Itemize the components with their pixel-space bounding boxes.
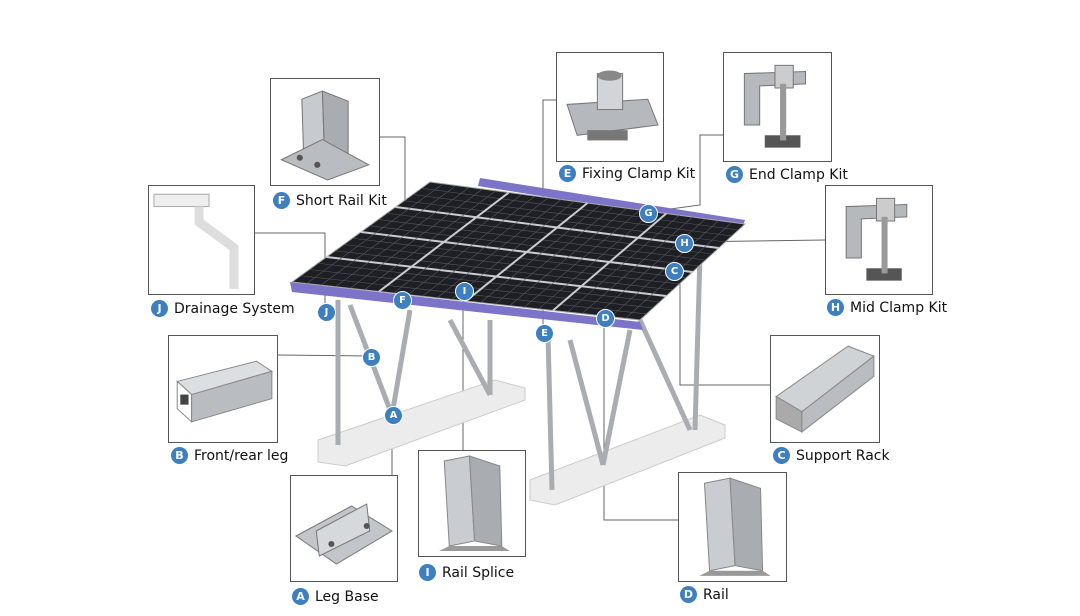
component-name: Drainage System [174, 300, 295, 317]
component-photo-drainage-system [148, 185, 255, 295]
panel-grid-line [393, 194, 523, 294]
structure-marker: F [393, 291, 412, 310]
component-label: A Leg Base [292, 588, 379, 605]
component-label: J Drainage System [151, 300, 295, 317]
panel-grid-line [422, 197, 549, 297]
gutter-rail [290, 282, 643, 330]
component-photo-rail [678, 472, 787, 582]
panel-grid-line [306, 183, 444, 284]
component-name: Rail [703, 586, 729, 603]
concrete-base-rear [317, 379, 526, 467]
panel-grid-line [407, 195, 536, 295]
letter-badge: H [827, 299, 844, 316]
component-photo-support-rack [770, 335, 880, 443]
letter-badge: J [151, 300, 168, 317]
panel-grid-line [610, 220, 719, 318]
component-name: Rail Splice [442, 564, 515, 581]
component-photo-fixing-clamp-kit [556, 52, 664, 162]
panel-grid-line [581, 216, 693, 314]
component-photo-leg-base [290, 475, 398, 582]
bracket-icon [280, 90, 370, 181]
component-photo-rail-splice [418, 450, 526, 557]
panel-grid-line [538, 211, 654, 310]
panel-grid-line [509, 208, 628, 306]
letter-badge: G [726, 166, 743, 183]
component-photo-mid-clamp-kit [825, 185, 933, 295]
letter-badge: I [419, 564, 436, 581]
panel-grid-line [335, 187, 470, 287]
splice-icon [699, 477, 771, 576]
letter-badge: E [559, 165, 576, 182]
component-label: I Rail Splice [419, 564, 514, 581]
concrete-base-front [529, 414, 726, 506]
panel-grid-line [523, 209, 641, 308]
component-photo-end-clamp-kit [723, 52, 832, 162]
component-label: D Rail [680, 586, 729, 603]
splice-icon [439, 455, 510, 551]
component-label: B Front/rear leg [171, 447, 288, 464]
panel-grid-line [349, 188, 483, 289]
panel-grid-line [451, 201, 575, 300]
panel-grid [300, 183, 739, 319]
structure-marker: H [675, 234, 694, 253]
base-icon [295, 503, 393, 565]
component-label: F Short Rail Kit [273, 192, 387, 209]
component-name: Support Rack [796, 447, 890, 464]
panel-grid-line [364, 190, 496, 291]
rail-icon [775, 345, 875, 433]
component-name: Mid Clamp Kit [850, 299, 948, 316]
support-legs [335, 254, 703, 491]
structure-marker: J [317, 303, 336, 322]
structure-marker: G [639, 204, 658, 223]
component-label: C Support Rack [773, 447, 890, 464]
component-label: G End Clamp Kit [726, 166, 848, 183]
endclamp-icon [743, 64, 807, 148]
component-photo-front-rear-leg [168, 335, 278, 443]
component-label: E Fixing Clamp Kit [559, 165, 695, 182]
component-name: Front/rear leg [194, 447, 289, 464]
structure-marker: D [596, 309, 615, 328]
panel-grid-line [552, 212, 667, 312]
letter-badge: D [680, 586, 697, 603]
letter-badge: A [292, 588, 309, 605]
letter-badge: B [171, 447, 188, 464]
component-name: End Clamp Kit [749, 166, 848, 183]
structure-marker: I [455, 282, 474, 301]
panel-grid-line [480, 204, 601, 303]
structure-marker: E [535, 324, 554, 343]
structure-marker: B [362, 348, 381, 367]
panel-grid-line [320, 185, 457, 286]
panel-grid-line [465, 202, 589, 302]
structure-marker: A [384, 406, 403, 425]
component-name: Leg Base [315, 588, 379, 605]
letter-badge: F [273, 192, 290, 209]
tube-icon [176, 360, 274, 423]
component-photo-short-rail-kit [270, 78, 380, 186]
structure-marker: C [665, 262, 684, 281]
endclamp-icon [845, 197, 908, 281]
component-label: H Mid Clamp Kit [827, 299, 947, 316]
connector-lines [255, 99, 826, 521]
component-name: Short Rail Kit [296, 192, 387, 209]
clamp-icon [566, 70, 659, 141]
component-name: Fixing Clamp Kit [582, 165, 696, 182]
letter-badge: C [773, 447, 790, 464]
panel-grid-line [436, 199, 562, 299]
panel-grid-line [494, 206, 614, 305]
drain-icon [153, 193, 239, 289]
panel-grid-line [378, 191, 510, 293]
panel-grid-line [567, 215, 680, 313]
